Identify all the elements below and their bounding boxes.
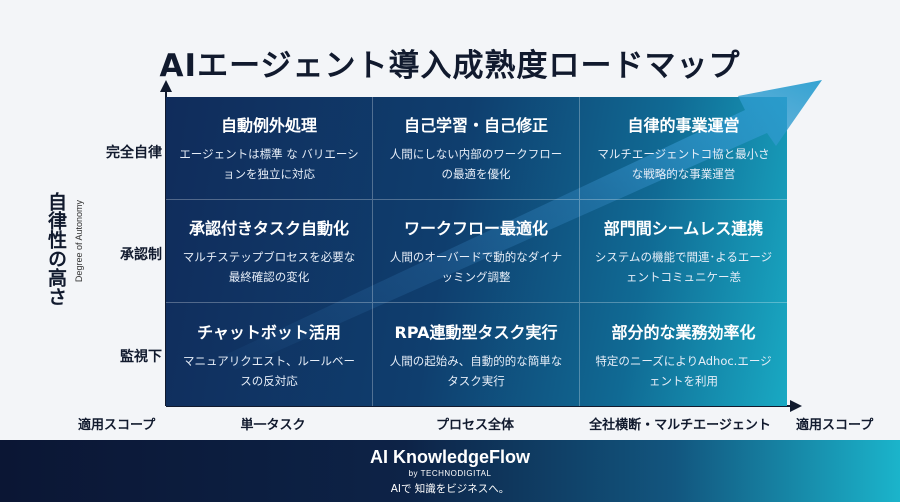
row-label-approval: 承認制: [120, 247, 162, 263]
x-axis-start-label: 適用スコープ: [78, 418, 156, 433]
cell-desc: マニュアリクエスト、ルールベースの反対応: [182, 353, 356, 388]
x-axis-arrowhead: [790, 400, 802, 412]
cell-monitor-enterprise: 部分的な業務効率化 特定のニーズによりAdhoc.エージェントを利用: [580, 303, 787, 406]
cell-desc: エージェントは標準 な バリエーションを独立に対応: [179, 147, 359, 181]
cell-desc: システムの機能で間連･よるエージェントコミュニケー恙: [594, 250, 773, 284]
cell-full-enterprise: 自律的事業運営 マルチエージェントコ協と最小さな戦略的な事業運営: [580, 97, 787, 200]
row-label-full-autonomy: 完全自律: [106, 145, 162, 161]
y-axis-title: 自律性の高さ: [45, 192, 67, 306]
brand-name: AI KnowledgeFlow: [370, 447, 530, 467]
cell-title: 部門間シームレス連携: [603, 219, 764, 238]
cell-full-single: 自動例外処理 エージェントは標準 な バリエーションを独立に対応: [166, 97, 373, 200]
cell-approval-enterprise: 部門間シームレス連携 システムの機能で間連･よるエージェントコミュニケー恙: [580, 200, 787, 303]
cell-monitor-single: チャットボット活用 マニュアリクエスト、ルールベースの反対応: [166, 303, 373, 406]
cell-desc: 人間の起始み、自動的的な簡単なタスク実行: [389, 353, 563, 388]
x-label-whole-process: プロセス全体: [435, 418, 514, 433]
tagline: AIで 知識をビジネスへ。: [390, 483, 510, 495]
x-label-enterprise: 全社横断・マルチエージェント: [589, 418, 771, 433]
row-label-monitored: 監視下: [120, 349, 162, 365]
cell-full-process: 自己学習・自己修正 人間にしない内部のワークフローの最適を優化: [373, 97, 580, 200]
cell-approval-single: 承認付きタスク自動化 マルチステップブロセスを必要な最終確認の変化: [166, 200, 373, 303]
cell-desc: 人間にしない内部のワークフローの最適を優化: [389, 147, 563, 181]
cell-desc: マルチエージェントコ協と最小さな戦略的な事業運営: [597, 147, 770, 181]
cell-desc: 人間のオーバードで動的なダイナッミング調整: [389, 250, 563, 284]
cell-desc: マルチステップブロセスを必要な最終確認の変化: [182, 250, 356, 284]
y-axis-arrowhead: [160, 80, 172, 92]
cell-desc: 特定のニーズによりAdhoc.エージェントを利用: [595, 353, 772, 388]
footer-banner: AI KnowledgeFlow by TECHNODIGITAL AIで 知識…: [0, 440, 900, 502]
cell-title: 自動例外処理: [220, 116, 317, 135]
page-title: AIエージェント導入成熟度ロードマップ: [159, 48, 741, 84]
cell-title: 承認付きタスク自動化: [188, 219, 349, 238]
cell-title: チャットボット活用: [197, 322, 341, 342]
y-axis-subtitle: Degree of Autonomy: [74, 200, 84, 283]
cell-title: RPA連動型タスク実行: [394, 322, 558, 342]
cell-title: 部分的な業務効率化: [611, 322, 756, 342]
maturity-grid: 自動例外処理 エージェントは標準 な バリエーションを独立に対応 自己学習・自己…: [166, 97, 787, 406]
cell-title: 自己学習・自己修正: [403, 116, 548, 135]
cell-approval-process: ワークフロー最適化 人間のオーバードで動的なダイナッミング調整: [373, 200, 580, 303]
cell-monitor-process: RPA連動型タスク実行 人間の起始み、自動的的な簡単なタスク実行: [373, 303, 580, 406]
brand-byline: by TECHNODIGITAL: [408, 469, 492, 478]
cell-title: 自律的事業運営: [627, 116, 740, 135]
cell-title: ワークフロー最適化: [403, 219, 548, 238]
x-label-single-task: 単一タスク: [240, 418, 306, 433]
x-axis-end-label: 適用スコープ: [796, 418, 874, 433]
